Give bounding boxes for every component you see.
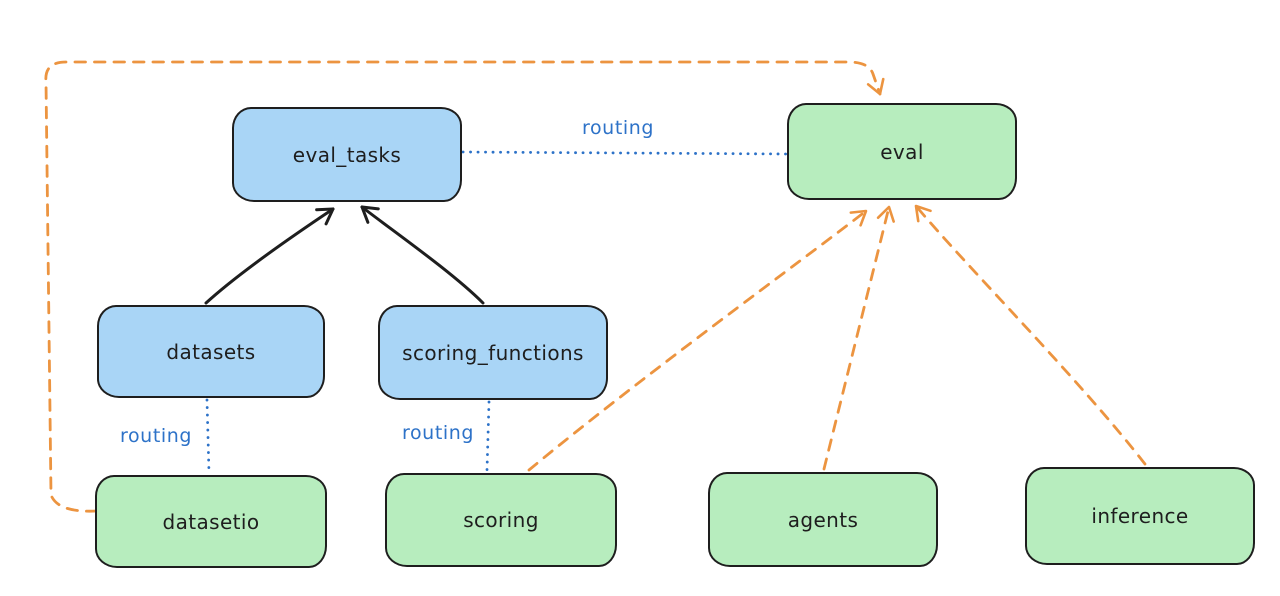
edge-label-routing-eval-tasks-eval: routing bbox=[581, 117, 655, 139]
node-datasetio: datasetio bbox=[95, 475, 327, 568]
node-datasetio-label: datasetio bbox=[162, 509, 260, 534]
node-inference-label: inference bbox=[1091, 504, 1189, 528]
node-scoring-functions-label: scoring_functions bbox=[402, 340, 584, 365]
node-datasets-label: datasets bbox=[166, 339, 256, 364]
edge-datasets-to-datasetio-routing bbox=[205, 398, 211, 475]
node-datasets: datasets bbox=[97, 305, 325, 398]
edge-agents-to-eval bbox=[822, 205, 895, 471]
edge-eval-tasks-to-eval-routing bbox=[461, 150, 788, 156]
node-agents: agents bbox=[708, 472, 938, 567]
node-scoring: scoring bbox=[385, 473, 617, 567]
node-eval-tasks: eval_tasks bbox=[232, 107, 462, 202]
edge-scoring-functions-to-scoring-routing bbox=[485, 400, 491, 472]
edge-scoring-to-eval bbox=[527, 209, 868, 472]
edge-label-routing-datasets-datasetio: routing bbox=[119, 425, 193, 447]
edge-datasetio-to-eval bbox=[44, 60, 885, 513]
node-eval-tasks-label: eval_tasks bbox=[292, 142, 402, 167]
node-scoring-functions: scoring_functions bbox=[378, 305, 608, 400]
node-inference: inference bbox=[1025, 467, 1255, 565]
node-scoring-label: scoring bbox=[463, 508, 539, 532]
edge-label-routing-scoring-functions-scoring: routing bbox=[401, 422, 475, 444]
node-agents-label: agents bbox=[787, 507, 859, 532]
edge-datasets-to-eval-tasks bbox=[204, 207, 335, 305]
node-eval-label: eval bbox=[880, 139, 924, 164]
edge-scoring-functions-to-eval-tasks bbox=[360, 205, 485, 305]
node-eval: eval bbox=[787, 103, 1017, 200]
edge-inference-to-eval bbox=[914, 204, 1147, 466]
